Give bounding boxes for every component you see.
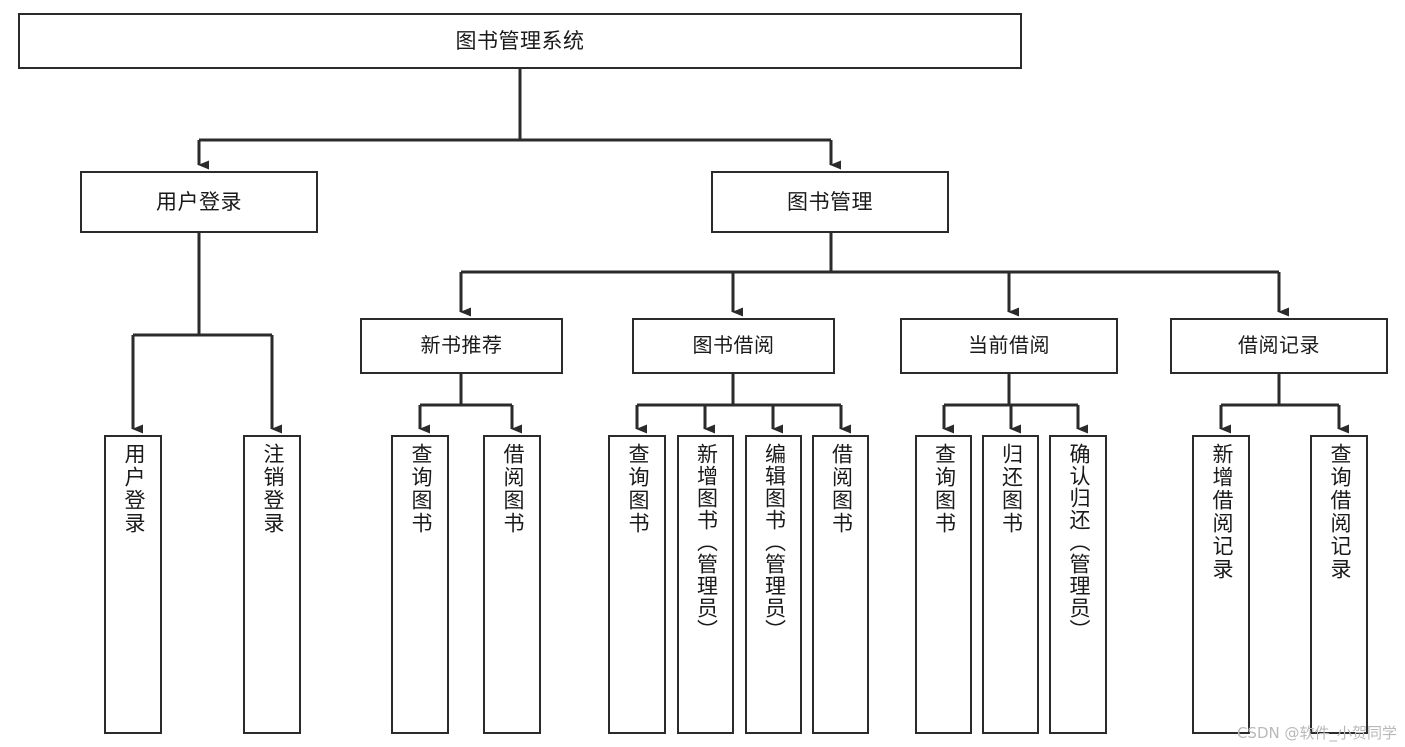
leaf-node-label: 借阅图书 [829,443,854,535]
node-new-book-recommend-label: 新书推荐 [420,333,503,358]
leaf-node-label: 查询图书 [625,443,650,535]
leaf-node-label: 用户登录 [121,443,146,535]
node-current-borrow[interactable]: 当前借阅 [900,318,1118,374]
leaf-node[interactable]: 借阅图书 [812,435,869,734]
leaf-node-label: 新增图书（管理员） [694,443,719,641]
leaf-node-label: 查询图书 [932,443,957,535]
leaf-node[interactable]: 查询借阅记录 [1310,435,1368,734]
leaf-node-label: 借阅图书 [500,443,525,535]
leaf-node-label: 编辑图书（管理员） [762,443,787,641]
leaf-node[interactable]: 查询图书 [391,435,449,734]
node-borrow-records[interactable]: 借阅记录 [1170,318,1388,374]
node-user-login-label: 用户登录 [156,189,242,214]
node-user-login[interactable]: 用户登录 [80,171,318,233]
leaf-node[interactable]: 注销登录 [243,435,301,734]
leaf-node-label: 注销登录 [260,443,285,535]
leaf-node[interactable]: 新增图书（管理员） [677,435,734,734]
leaf-node-label: 查询借阅记录 [1327,443,1352,581]
node-current-borrow-label: 当前借阅 [968,333,1050,358]
node-book-management-label: 图书管理 [787,189,873,214]
node-book-borrow-label: 图书借阅 [692,333,775,358]
leaf-node[interactable]: 确认归还（管理员） [1049,435,1107,734]
leaf-node[interactable]: 新增借阅记录 [1192,435,1250,734]
leaf-node[interactable]: 归还图书 [982,435,1039,734]
leaf-node-label: 归还图书 [999,443,1024,535]
node-borrow-records-label: 借阅记录 [1238,333,1320,358]
node-root-label: 图书管理系统 [455,28,585,53]
csdn-watermark: CSDN @软件_小贺同学 [1236,724,1397,742]
node-new-book-recommend[interactable]: 新书推荐 [360,318,563,374]
leaf-node[interactable]: 查询图书 [915,435,972,734]
leaf-node[interactable]: 借阅图书 [483,435,541,734]
leaf-node-label: 新增借阅记录 [1209,443,1234,581]
leaf-node-label: 查询图书 [408,443,433,535]
leaf-node[interactable]: 用户登录 [104,435,162,734]
node-book-management[interactable]: 图书管理 [711,171,949,233]
leaf-node[interactable]: 编辑图书（管理员） [745,435,802,734]
node-root[interactable]: 图书管理系统 [18,13,1022,69]
leaf-node-label: 确认归还（管理员） [1066,443,1091,641]
node-book-borrow[interactable]: 图书借阅 [632,318,835,374]
leaf-node[interactable]: 查询图书 [608,435,666,734]
